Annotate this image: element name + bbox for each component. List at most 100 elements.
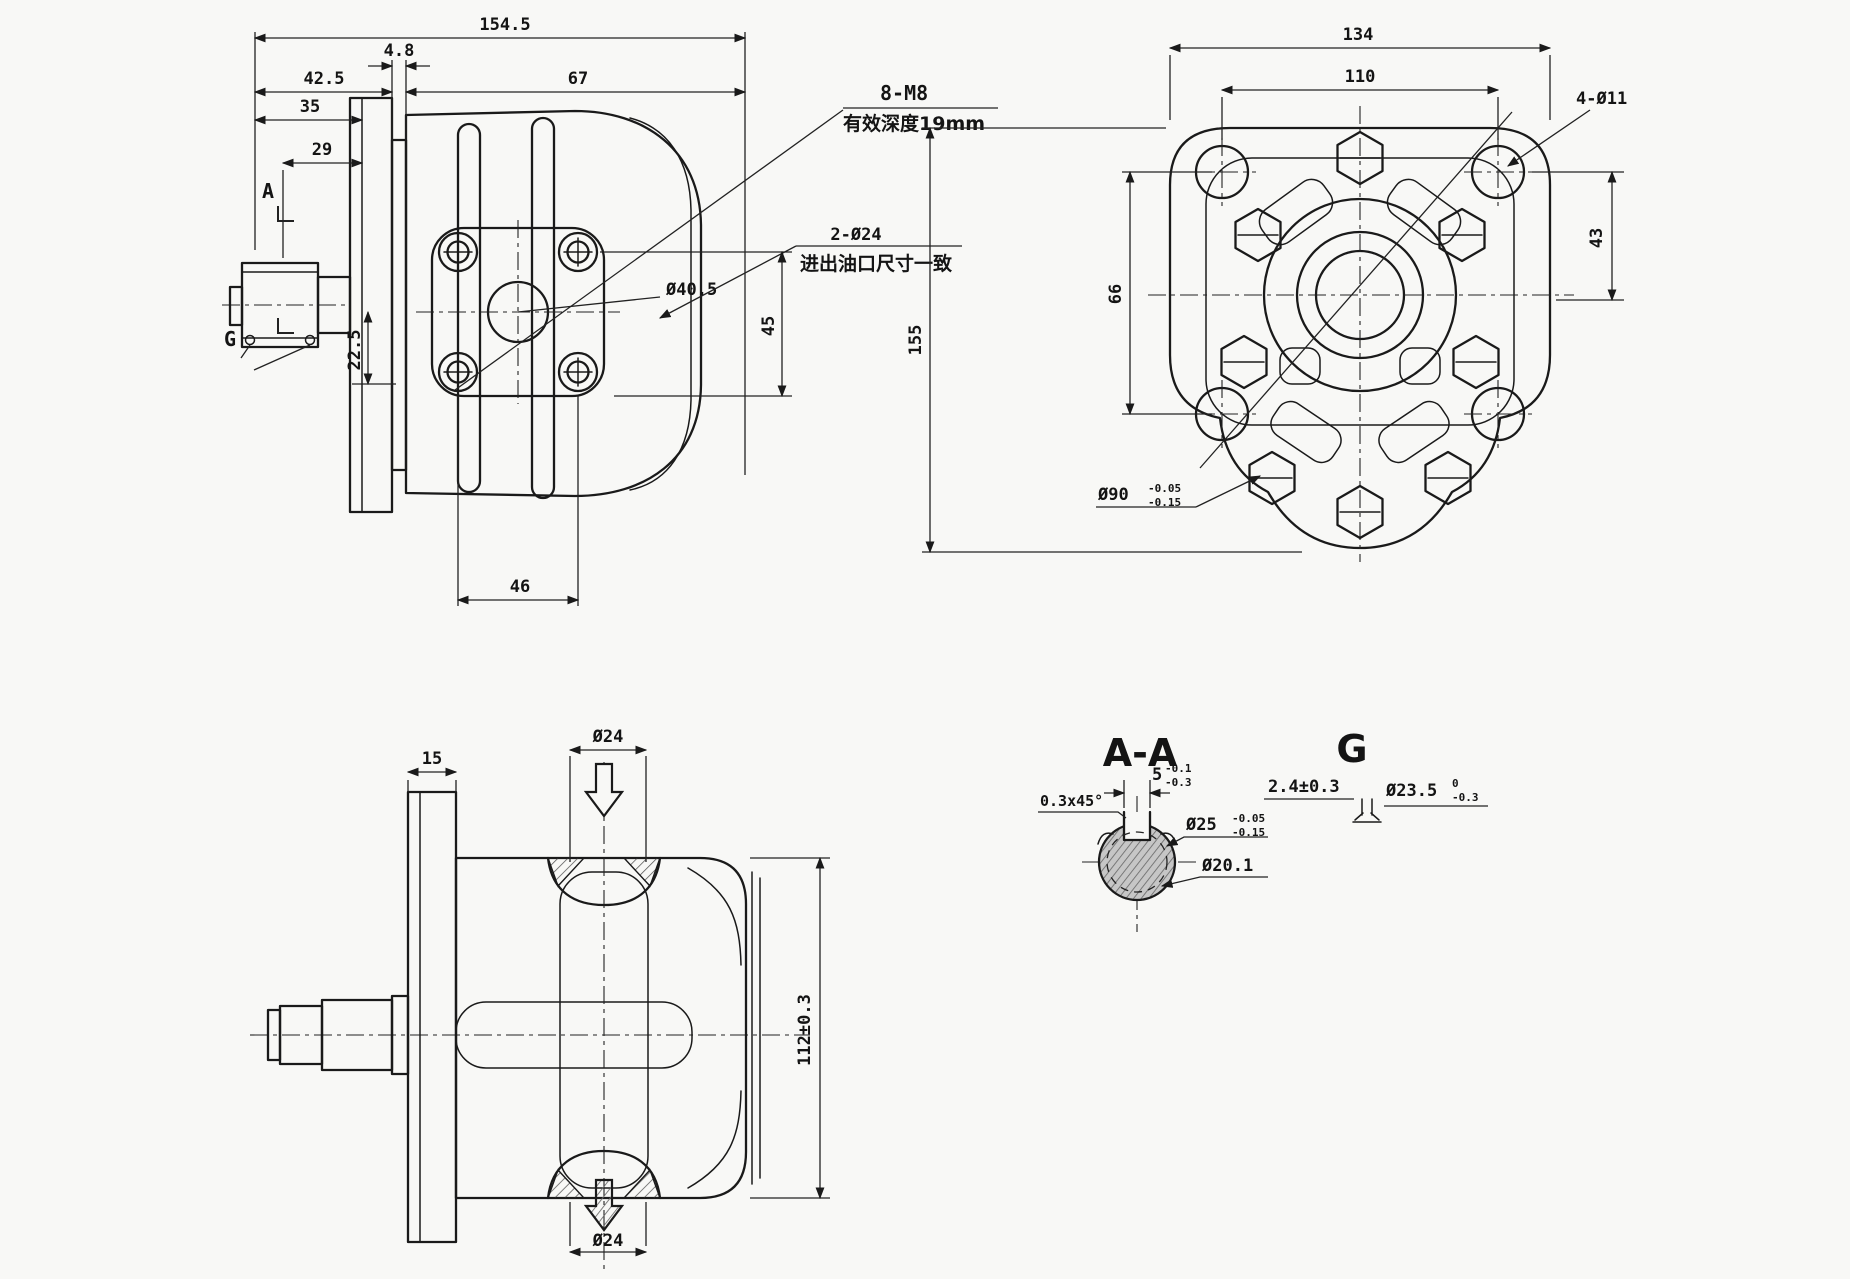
dim-110: 110 [1345, 67, 1376, 87]
thread-note-line2: 有效深度19mm [843, 112, 985, 135]
thread-note-line1: 8-M8 [880, 81, 928, 105]
rear-cover-line [629, 117, 692, 491]
dim-22-5: 22.5 [345, 330, 365, 371]
keyway-tol-low: -0.3 [1165, 776, 1192, 789]
section-a-mark-top [277, 206, 294, 222]
section-a-mark-bottom [277, 318, 294, 334]
flange-bolt-holes [437, 231, 599, 393]
spigot-tol-low: -0.15 [1148, 496, 1181, 509]
ext-155 [922, 127, 1302, 553]
groove-dia-label: Ø23.5 [1385, 781, 1437, 801]
pilot-dia-label: Ø40.5 [665, 280, 717, 300]
section-aa: A-A 0.3x45° 5 -0.1 -0.3 Ø25 -0.05 -0.15 … [1038, 731, 1268, 932]
dim-body: 67 [568, 69, 588, 89]
keyway-tol-up: -0.1 [1165, 762, 1192, 775]
ext-total [254, 32, 746, 475]
dim-66: 66 [1106, 284, 1126, 304]
side-view: Ø40.5 8-M8 有效深度19mm 2-Ø24 进出油口尺寸一致 154.5… [222, 15, 998, 606]
port-hatch-bottom-right [622, 1168, 661, 1199]
detail-g-label: G [224, 327, 236, 351]
detail-g: G 2.4±0.3 Ø23.5 0 -0.3 [1264, 727, 1488, 823]
channel-horizontal [455, 1001, 693, 1069]
note-corner-holes: 4-Ø11 [1576, 89, 1627, 109]
section-aa-title: A-A [1103, 731, 1178, 775]
groove-width-label: 2.4±0.3 [1268, 777, 1340, 797]
detail-g-title: G [1336, 727, 1367, 771]
shaft-tol-up: -0.05 [1232, 812, 1265, 825]
dim-134: 134 [1343, 25, 1374, 45]
shaft-dia-label: Ø25 [1185, 815, 1217, 835]
chord-dia-label: Ø20.1 [1201, 856, 1253, 876]
g-point-left [244, 334, 256, 346]
keyway-cut [1124, 812, 1150, 840]
keyway-width: 5 [1152, 765, 1162, 785]
hex-screws [1220, 130, 1500, 540]
groove-tol-low: -0.3 [1452, 791, 1479, 804]
bearing-boss-outer [1262, 197, 1458, 393]
pump-body-outline [404, 109, 703, 498]
thread-note-leader [454, 109, 844, 391]
bearing-boss-mid [1295, 230, 1425, 360]
web-pockets [1258, 178, 1462, 464]
ext-110 [1221, 97, 1499, 140]
dim-port-in: Ø24 [592, 727, 624, 747]
ext-15 [407, 780, 457, 792]
ext-port-bottom [569, 1202, 647, 1246]
g-point-right [304, 334, 316, 346]
chamfer-leader [1038, 811, 1127, 819]
ext-46 [457, 396, 579, 606]
chord-circle [1106, 831, 1168, 893]
top-body-outline [454, 856, 748, 1200]
port-note-line2: 进出油口尺寸一致 [800, 252, 953, 275]
ext-spacer [391, 60, 407, 140]
dim-port-out: Ø24 [592, 1231, 624, 1251]
front-centerlines [1148, 106, 1574, 562]
front-view: 134 110 4-Ø11 43 66 155 Ø90 -0.05 -0.15 [906, 25, 1627, 562]
ext-45 [600, 251, 792, 397]
port-note-leader [658, 245, 797, 319]
port-hatch-bottom-left [547, 1168, 586, 1199]
port-hatch-top-left [547, 857, 586, 888]
chord-leader [1160, 876, 1268, 888]
dim-46: 46 [510, 577, 530, 597]
groove-profile-icon [1352, 798, 1382, 823]
shaft-tol-low: -0.15 [1232, 826, 1265, 839]
port-note-line1: 2-Ø24 [830, 225, 881, 245]
spigot-tol-up: -0.05 [1148, 482, 1181, 495]
tie-bolt-left [456, 122, 482, 494]
front-flange-outline [1168, 126, 1552, 550]
section-a-label: A [262, 179, 274, 203]
keyway-outline [1122, 810, 1152, 842]
flow-out-arrow-icon [583, 1178, 625, 1232]
flow-in-arrow-icon [583, 762, 625, 818]
dim-29: 29 [312, 140, 332, 160]
g-leader [240, 344, 311, 371]
top-view: 15 Ø24 112±0.3 Ø24 [250, 727, 830, 1272]
dim-155: 155 [906, 325, 926, 356]
ext-port-top [569, 756, 647, 862]
dim-45: 45 [759, 316, 779, 336]
spigot-dia-label: Ø90 [1097, 485, 1129, 505]
shaft-dia-leader [1165, 836, 1268, 847]
dim-35: 35 [300, 97, 320, 117]
dim-spacer: 4.8 [384, 41, 415, 61]
cover-end-lines [751, 871, 761, 1185]
ext-134 [1169, 55, 1551, 120]
holes-leader [1507, 109, 1591, 167]
groove-tol-up: 0 [1452, 777, 1459, 790]
dim-height: 112±0.3 [795, 994, 815, 1066]
cover-curves [687, 867, 742, 1189]
port-hatch-top-right [622, 857, 661, 888]
spigot-leader [1195, 475, 1262, 508]
ext-66 [1122, 171, 1212, 415]
section-line [1199, 111, 1513, 469]
shaft-section-hatch [1099, 824, 1175, 900]
dim-shaft: 42.5 [304, 69, 345, 89]
dim-total: 154.5 [479, 15, 530, 35]
dim-43: 43 [1587, 228, 1607, 248]
pilot-leader [517, 296, 661, 313]
chamfer-label: 0.3x45° [1040, 792, 1103, 810]
